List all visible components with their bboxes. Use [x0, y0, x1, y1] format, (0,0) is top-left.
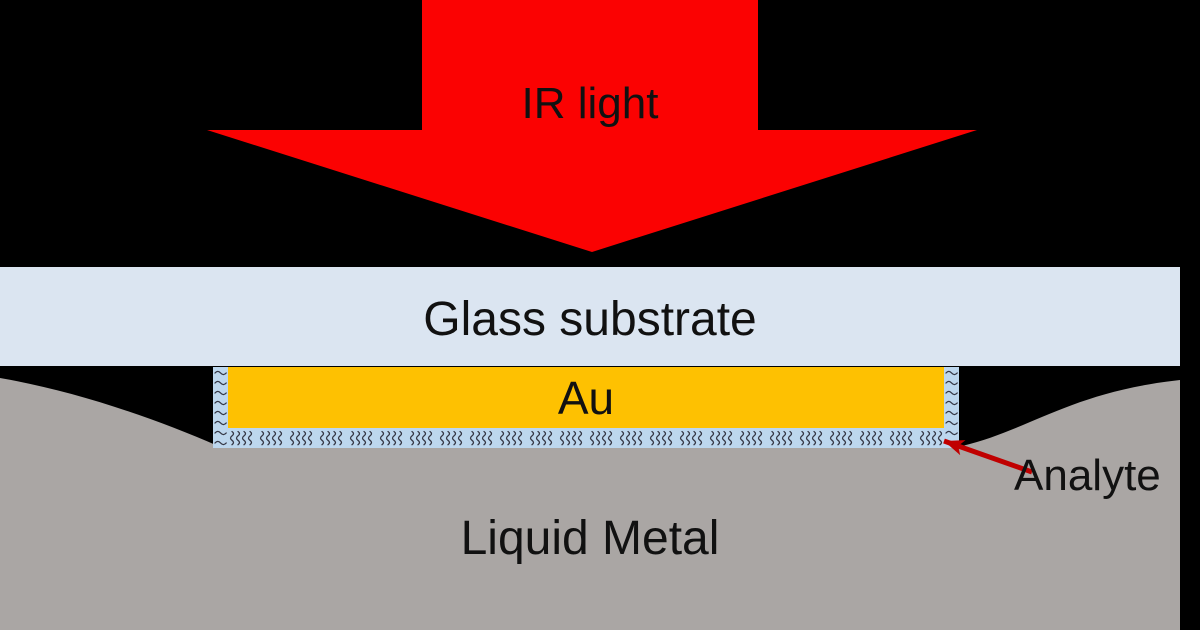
analyte-molecules-bottom-icon: [228, 428, 944, 448]
ir-light-arrow-icon: [207, 0, 977, 252]
analyte-molecules-left-icon: [213, 367, 228, 448]
analyte-molecules-right-icon: [944, 367, 959, 448]
glass-substrate-layer: [0, 267, 1180, 366]
analyte-pointer-arrow-icon: [943, 438, 1033, 475]
gold-layer: [228, 367, 944, 428]
liquid-metal-region: [0, 378, 1180, 630]
